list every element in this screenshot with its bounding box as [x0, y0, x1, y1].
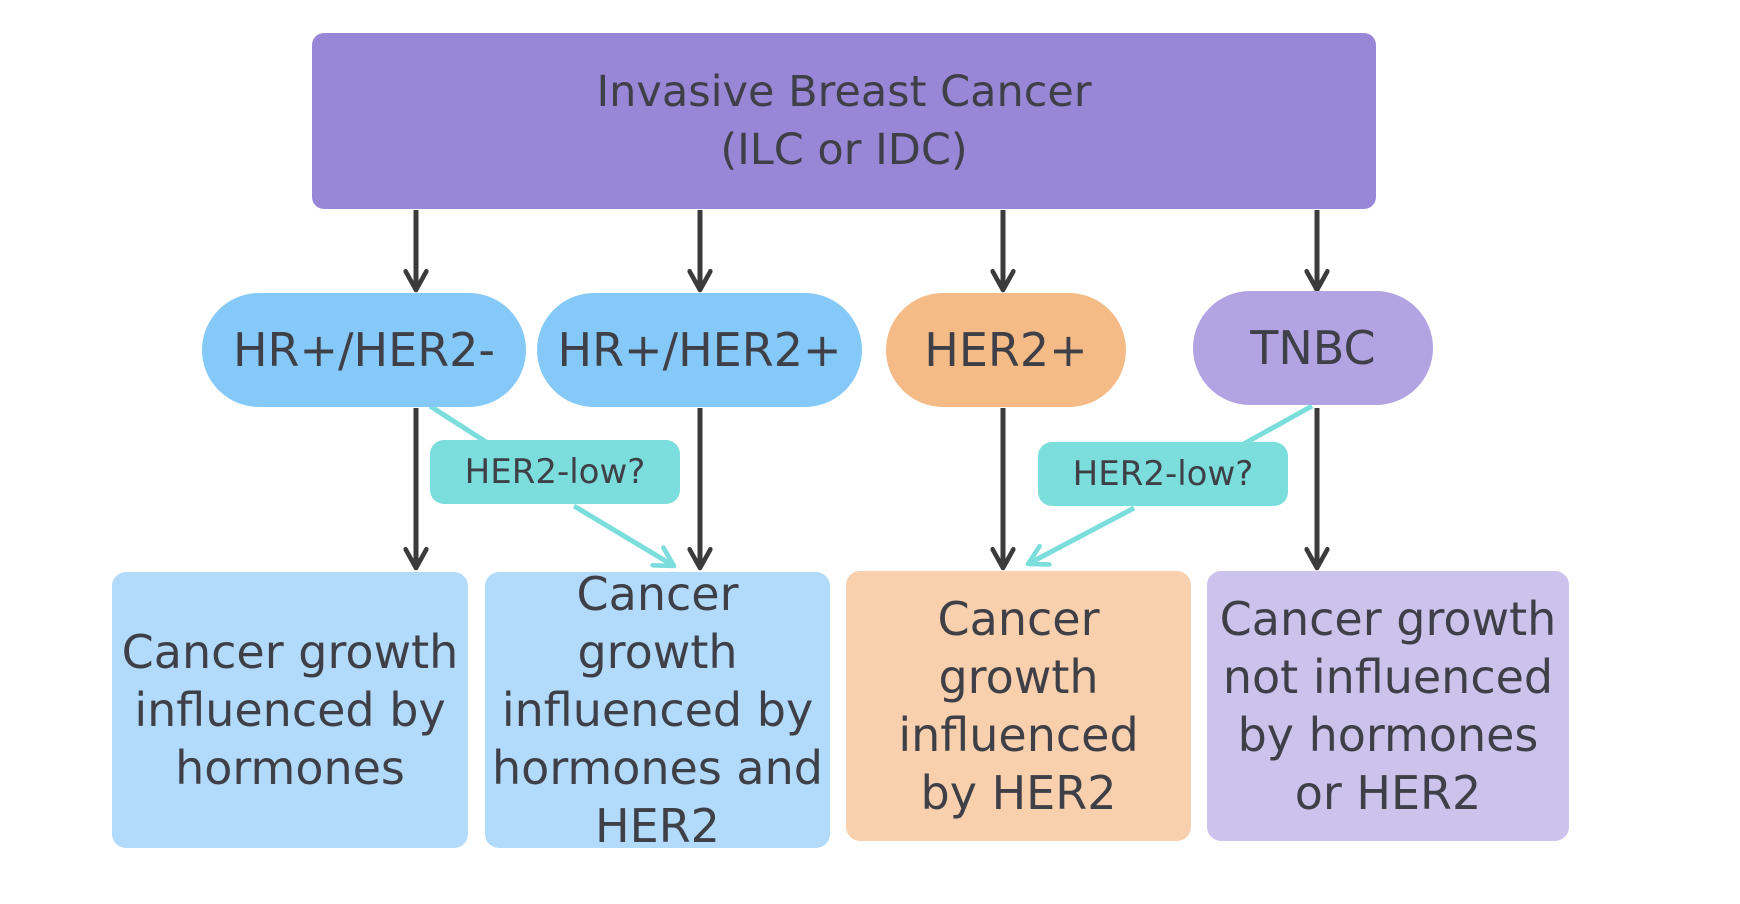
- her2-low-left-line-in: [428, 403, 488, 445]
- root-subtitle: (ILC or IDC): [720, 125, 968, 175]
- root-title: Invasive Breast Cancer: [596, 67, 1092, 117]
- her2-low-right-arrow-out: [1028, 505, 1136, 564]
- outcome-text: Cancer growth influenced by HER2: [898, 592, 1139, 820]
- outcome-text: Cancer growth not influenced by hormones…: [1219, 592, 1557, 820]
- tag-label: HER2-low?: [1072, 454, 1254, 494]
- subtype-her2-pos: HER2+: [886, 293, 1126, 407]
- subtype-label: TNBC: [1250, 321, 1376, 375]
- outcome-hormones-and-her2: Cancer growth influenced by hormones and…: [485, 567, 830, 853]
- subtype-hr-pos-her2-pos: HR+/HER2+: [537, 293, 862, 407]
- outcome-hormones: Cancer growth influenced by hormones: [112, 572, 468, 848]
- subtype-label: HR+/HER2-: [232, 323, 496, 377]
- subtype-tnbc: TNBC: [1193, 291, 1433, 405]
- subtype-hr-pos-her2-neg: HR+/HER2-: [202, 293, 526, 407]
- outcome-her2: Cancer growth influenced by HER2: [846, 571, 1191, 841]
- subtype-label: HER2+: [924, 323, 1088, 377]
- outcome-text: Cancer growth influenced by hormones: [121, 625, 459, 795]
- outcome-text: Cancer growth influenced by hormones and…: [492, 567, 823, 853]
- outcome-not-hormones-or-her2: Cancer growth not influenced by hormones…: [1207, 571, 1569, 841]
- tag-label: HER2-low?: [464, 452, 646, 492]
- her2-low-tag-left: HER2-low?: [430, 440, 680, 504]
- root-node-invasive-breast-cancer: Invasive Breast Cancer (ILC or IDC): [312, 33, 1376, 209]
- subtype-label: HR+/HER2+: [557, 323, 842, 377]
- her2-low-tag-right: HER2-low?: [1038, 442, 1288, 506]
- her2-low-right-line-in: [1238, 403, 1314, 449]
- her2-low-left-arrow-out: [572, 503, 674, 566]
